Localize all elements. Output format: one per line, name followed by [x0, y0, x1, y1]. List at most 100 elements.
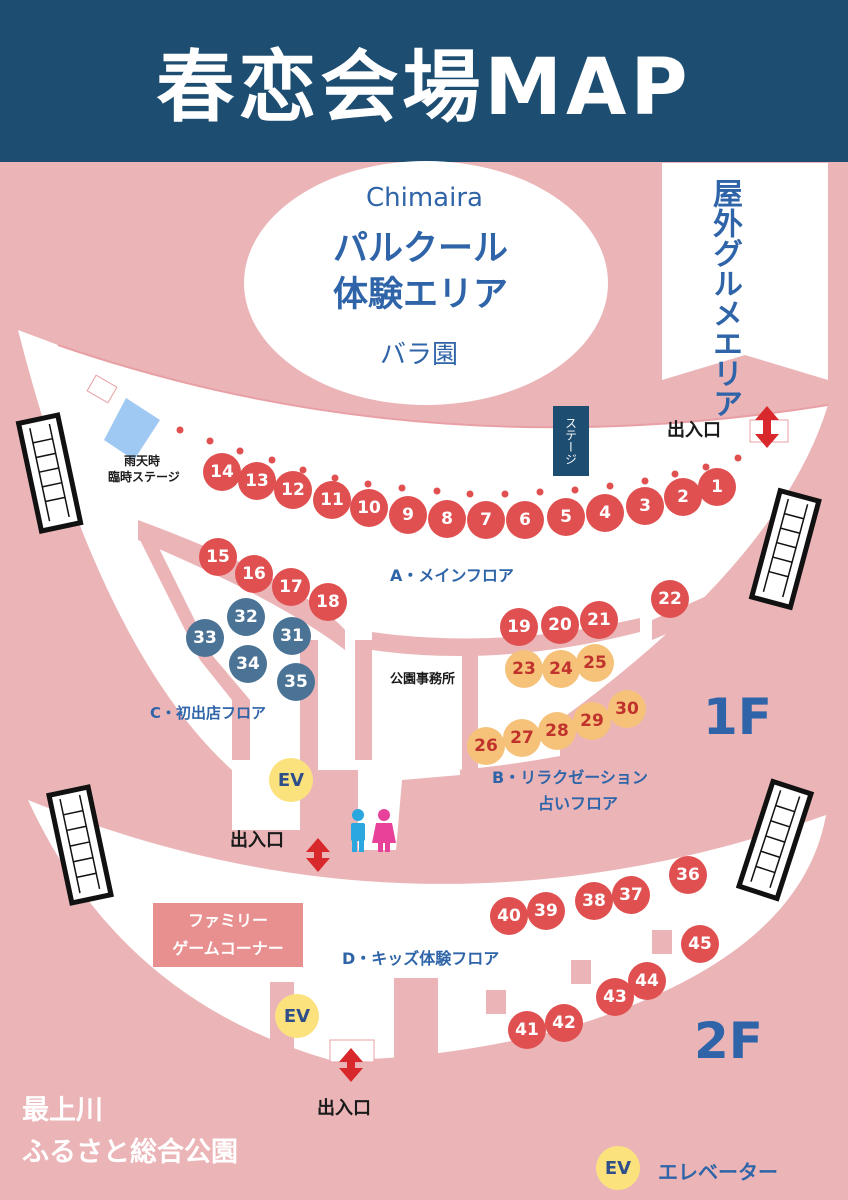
outdoor-gourmet-line2: エリア — [707, 328, 742, 418]
booth-marker[interactable]: 45 — [681, 925, 719, 963]
booth-marker[interactable]: 12 — [274, 471, 312, 509]
booth-marker[interactable]: 16 — [235, 555, 273, 593]
booth-dot-row — [176, 426, 742, 498]
family-line1: ファミリー — [187, 911, 268, 930]
booth-marker[interactable]: 35 — [277, 663, 315, 701]
booth-marker[interactable]: 29 — [573, 702, 611, 740]
booth-marker[interactable]: 20 — [541, 606, 579, 644]
entrance-label-2f: 出入口 — [317, 1098, 371, 1119]
block — [86, 374, 118, 404]
booth-marker[interactable]: 17 — [272, 568, 310, 606]
divider-line — [57, 344, 829, 429]
entrance-arrow-icon — [755, 406, 779, 448]
restroom-icon — [351, 809, 396, 852]
family-line2: ゲームコーナー — [172, 939, 284, 958]
park-name-line1: 最上川 — [22, 1095, 103, 1126]
booth-marker[interactable]: 7 — [467, 501, 505, 539]
booth-marker[interactable]: 24 — [542, 650, 580, 688]
booth-marker[interactable]: 28 — [538, 712, 576, 750]
booth-marker[interactable]: 5 — [547, 498, 585, 536]
booth-marker[interactable]: 21 — [580, 601, 618, 639]
main-floor-label: A・メインフロア — [390, 566, 514, 585]
floor-2f-label: 2F — [694, 1012, 763, 1070]
escalator-icon — [748, 487, 822, 611]
booth-marker[interactable]: 42 — [545, 1004, 583, 1042]
relax-floor-label-2: 占いフロア — [538, 794, 619, 813]
booth-marker[interactable]: 40 — [490, 897, 528, 935]
legend-elevator-icon: EV — [596, 1146, 640, 1190]
elevator-2f-icon: EV — [275, 994, 319, 1038]
booth-marker[interactable]: 30 — [608, 690, 646, 728]
header-banner: 春恋会場MAP — [0, 0, 848, 162]
booth-marker[interactable]: 32 — [227, 598, 265, 636]
corridor-line — [355, 640, 372, 760]
block — [394, 978, 438, 1062]
corridor-line — [140, 540, 250, 770]
block — [571, 960, 591, 984]
booth-marker[interactable]: 33 — [186, 619, 224, 657]
kids-floor-label: D・キッズ体験フロア — [342, 949, 500, 968]
booth-marker[interactable]: 6 — [506, 501, 544, 539]
park-name: 最上川 ふるさと総合公園 — [22, 1090, 238, 1174]
booth-marker[interactable]: 8 — [428, 500, 466, 538]
booth-marker[interactable]: 19 — [500, 608, 538, 646]
block — [652, 930, 672, 954]
stage-label: ステージ — [553, 406, 589, 476]
parkour-title-line2: 体験エリア — [333, 275, 509, 315]
booth-marker[interactable]: 44 — [628, 962, 666, 1000]
elevator-1f-icon: EV — [269, 758, 313, 802]
booth-marker[interactable]: 2 — [664, 478, 702, 516]
entrance-arrow-icon — [339, 1048, 363, 1082]
entrance-label-1f-right: 出入口 — [667, 420, 721, 441]
legend-elevator-label: エレベーター — [658, 1160, 778, 1184]
booth-marker[interactable]: 36 — [669, 856, 707, 894]
floor-1f-label: 1F — [703, 688, 772, 746]
park-office-label: 公園事務所 — [390, 672, 456, 687]
booth-marker[interactable]: 15 — [199, 538, 237, 576]
booth-marker[interactable]: 3 — [626, 487, 664, 525]
escalator-icon — [735, 778, 815, 902]
parkour-area-shape — [244, 161, 608, 405]
booth-marker[interactable]: 26 — [467, 727, 505, 765]
outdoor-gourmet-shape — [662, 163, 828, 380]
booth-marker[interactable]: 10 — [350, 489, 388, 527]
rose-garden-label: バラ園 — [380, 340, 459, 370]
block — [486, 990, 506, 1014]
parkour-title-line1: パルクール — [333, 229, 509, 269]
rain-stage-shape — [104, 398, 160, 460]
booth-marker[interactable]: 37 — [612, 876, 650, 914]
relax-floor-label-1: B・リラクゼーション — [492, 768, 648, 787]
corridor-line — [372, 618, 640, 656]
booth-marker[interactable]: 38 — [575, 882, 613, 920]
booth-marker[interactable]: 31 — [273, 617, 311, 655]
entrance-arrow-icon — [306, 838, 330, 872]
booth-marker[interactable]: 25 — [576, 644, 614, 682]
booth-marker[interactable]: 14 — [203, 453, 241, 491]
first-shop-floor-label: C・初出店フロア — [150, 704, 267, 722]
booth-marker[interactable]: 23 — [505, 650, 543, 688]
parkour-sponsor: Chimaira — [366, 183, 483, 213]
booth-marker[interactable]: 43 — [596, 978, 634, 1016]
booth-marker[interactable]: 41 — [508, 1011, 546, 1049]
escalator-icon — [46, 784, 114, 906]
park-name-line2: ふるさと総合公園 — [22, 1137, 238, 1168]
booth-marker[interactable]: 34 — [229, 645, 267, 683]
booth-marker[interactable]: 39 — [527, 892, 565, 930]
page-title: 春恋会場MAP — [156, 43, 692, 133]
rain-stage-label-1: 雨天時 — [124, 454, 161, 468]
rain-stage-label-2: 臨時ステージ — [108, 470, 180, 484]
booth-marker[interactable]: 1 — [698, 468, 736, 506]
booth-marker[interactable]: 27 — [503, 719, 541, 757]
booth-marker[interactable]: 22 — [651, 580, 689, 618]
booth-marker[interactable]: 11 — [313, 481, 351, 519]
entrance-label-1f-lower: 出入口 — [230, 830, 284, 851]
booth-marker[interactable]: 18 — [309, 583, 347, 621]
booth-marker[interactable]: 13 — [238, 462, 276, 500]
outdoor-gourmet-line1: 屋外グルメ — [707, 178, 742, 328]
booth-marker[interactable]: 4 — [586, 494, 624, 532]
escalator-icon — [15, 412, 84, 534]
floor-1f-shape — [18, 330, 828, 773]
booth-marker[interactable]: 9 — [389, 496, 427, 534]
outdoor-gourmet-label: 屋外グルメエリア — [706, 178, 742, 418]
family-game-corner: ファミリー ゲームコーナー — [153, 903, 303, 967]
